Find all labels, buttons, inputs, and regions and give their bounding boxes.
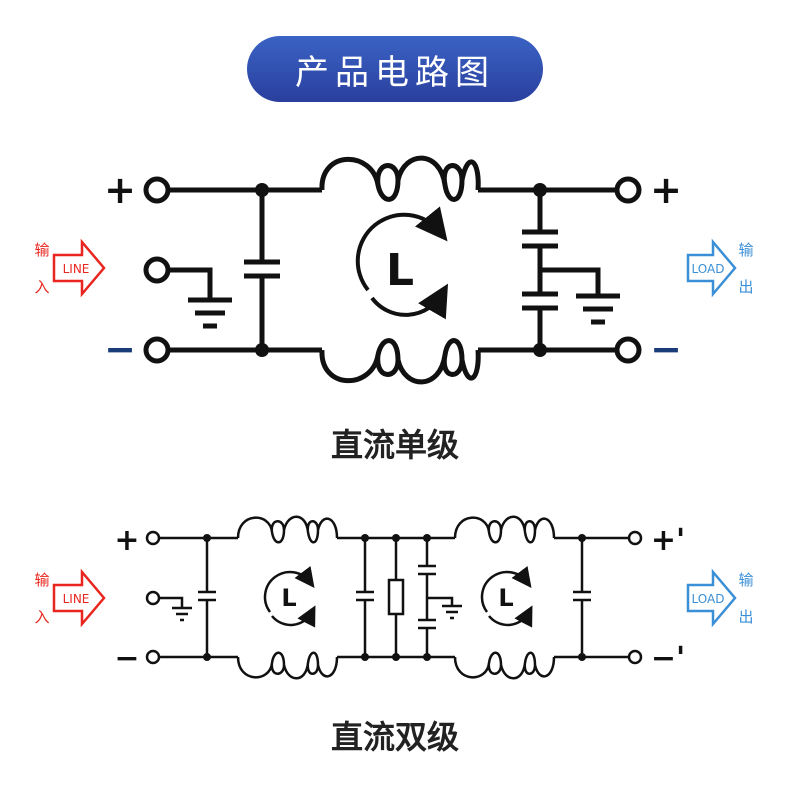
dual-stage-circuit xyxy=(145,515,643,680)
output-arrow: LOAD 输 出 xyxy=(686,238,754,298)
ground-icon xyxy=(188,297,232,329)
output-arrow-label: LOAD xyxy=(692,592,725,606)
output-y-capacitors xyxy=(522,190,601,350)
inductor-label: L xyxy=(386,245,414,296)
left-plus-sign: + xyxy=(104,168,136,212)
middle-y-capacitors xyxy=(418,538,454,657)
input-capacitor xyxy=(244,190,280,350)
input-word-bottom: 入 xyxy=(34,278,49,296)
page-title: 产品电路图 xyxy=(295,52,495,93)
terminal-left-ground xyxy=(143,256,171,284)
flux-arrow-top-2 xyxy=(480,565,532,613)
flux-arrow-top xyxy=(263,565,315,613)
diagram2-caption: 直流双级 xyxy=(330,718,459,756)
input-arrow-label: LINE xyxy=(63,592,90,606)
flux-arrow-top xyxy=(355,206,448,292)
terminal-left-plus xyxy=(145,530,161,546)
input-word-bottom: 入 xyxy=(34,608,49,626)
output-capacitor xyxy=(573,538,591,657)
choke-top-winding xyxy=(319,155,481,202)
terminal-right-plus xyxy=(627,530,643,546)
input-arrow: LINE 输 入 xyxy=(34,238,106,298)
right-plus-sign: +' xyxy=(651,523,685,558)
flux-arrow-bottom xyxy=(271,605,316,628)
input-word-top: 输 xyxy=(34,571,49,589)
input-arrow-label: LINE xyxy=(63,262,90,276)
output-word-top: 输 xyxy=(738,571,753,589)
inductor1-label: L xyxy=(281,584,296,612)
input-capacitor xyxy=(198,538,216,657)
input-ground-wire xyxy=(168,267,213,300)
flux-arrow-bottom xyxy=(370,283,449,320)
ground-icon xyxy=(576,293,620,325)
choke1-top-winding xyxy=(236,515,339,544)
output-word-bottom: 出 xyxy=(738,278,753,296)
left-minus-sign: − xyxy=(104,327,136,371)
left-minus-sign: − xyxy=(114,641,139,676)
left-plus-sign: + xyxy=(114,523,139,558)
terminal-left-minus xyxy=(143,336,171,364)
input-word-top: 输 xyxy=(34,241,49,259)
right-minus-sign: −' xyxy=(651,641,685,676)
choke2-bottom-winding xyxy=(453,651,556,680)
single-stage-circuit xyxy=(143,155,642,385)
terminal-left-ground xyxy=(145,590,161,606)
terminal-right-plus xyxy=(614,176,642,204)
choke1-bottom-winding xyxy=(236,651,339,680)
right-plus-sign: + xyxy=(650,168,682,212)
output-word-top: 输 xyxy=(738,241,753,259)
ground-icon xyxy=(172,606,192,622)
title-banner: 产品电路图 xyxy=(247,36,543,102)
input-arrow: LINE 输 入 xyxy=(34,568,106,628)
right-minus-sign: − xyxy=(650,327,682,371)
output-arrow-label: LOAD xyxy=(692,262,725,276)
output-word-bottom: 出 xyxy=(738,608,753,626)
terminal-left-plus xyxy=(143,176,171,204)
ground-icon xyxy=(442,604,462,620)
output-arrow: LOAD 输 出 xyxy=(686,568,754,628)
choke2-top-winding xyxy=(453,515,556,544)
terminal-right-minus xyxy=(614,336,642,364)
middle-resistor xyxy=(387,538,405,657)
terminal-left-minus xyxy=(145,649,161,665)
diagram1-caption: 直流单级 xyxy=(330,426,459,464)
inductor2-label: L xyxy=(498,584,513,612)
terminal-right-minus xyxy=(627,649,643,665)
middle-capacitor xyxy=(356,538,374,657)
choke-bottom-winding xyxy=(319,338,481,385)
flux-arrow-bottom-2 xyxy=(488,605,533,628)
